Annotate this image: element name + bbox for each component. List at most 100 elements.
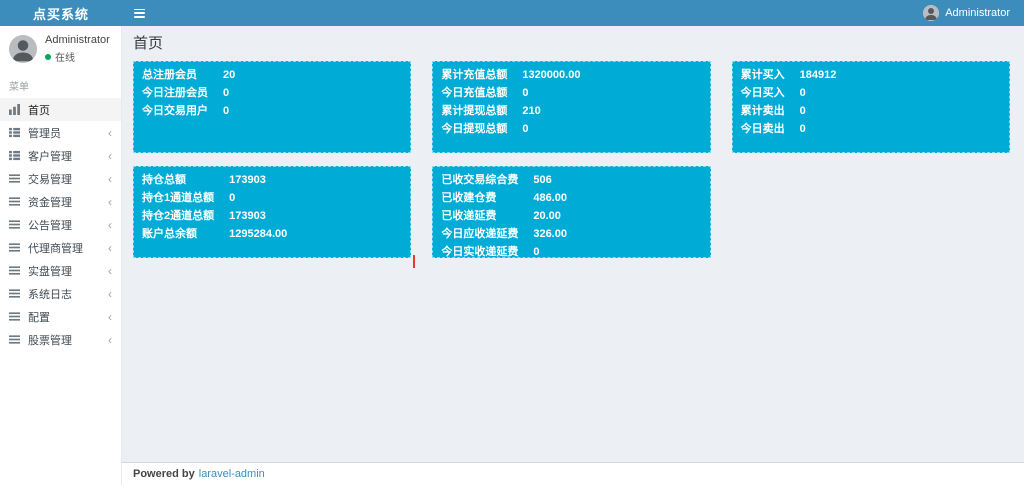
stat-row: 已收建仓费 486.00 [441, 189, 568, 207]
chevron-left-icon: ‹ [108, 125, 112, 140]
sidebar-item-label: 系统日志 [28, 288, 72, 301]
stat-label: 持仓总额 [142, 174, 186, 186]
stat-value: 0 [223, 87, 230, 99]
stat-row: 总注册会员 20 [142, 66, 236, 84]
stat-value: 20.00 [533, 210, 561, 222]
stat-label: 今日注册会员 [142, 87, 208, 99]
sidebar-item-admin[interactable]: 管理员 ‹ [0, 121, 121, 144]
laravel-admin-link[interactable]: laravel-admin [198, 468, 265, 480]
stat-row: 累计充值总额 1320000.00 [441, 66, 581, 84]
stat-label: 今日实收递延费 [441, 246, 519, 258]
topbar-username: Administrator [945, 7, 1010, 19]
stat-label: 今日应收递延费 [441, 228, 519, 240]
stat-value: 0 [799, 105, 806, 117]
sidebar-menu: 首页管理员‹客户管理‹交易管理‹资金管理‹公告管理‹代理商管理‹实盘管理‹系统日… [0, 98, 121, 351]
topbar: 点买系统 Administrator [0, 0, 1024, 26]
sidebar: Administrator 在线 菜单 首页管理员‹客户管理‹交易管理‹资金管理… [0, 26, 122, 485]
stat-row: 已收递延费 20.00 [441, 207, 568, 225]
stat-value: 20 [223, 69, 236, 81]
stat-label: 账户总余额 [142, 228, 197, 240]
sidebar-item-label: 股票管理 [28, 334, 72, 347]
stat-value: 173903 [229, 174, 266, 186]
stat-value: 486.00 [533, 192, 567, 204]
stat-label: 累计卖出 [740, 105, 785, 117]
bars-icon [9, 242, 21, 254]
stat-label: 已收建仓费 [441, 192, 497, 204]
stat-value: 0 [533, 246, 540, 258]
sidebar-item-agent[interactable]: 代理商管理‹ [0, 236, 121, 259]
bars-icon [9, 219, 21, 231]
sidebar-item-label: 首页 [28, 104, 50, 117]
stat-label: 总注册会员 [142, 69, 197, 81]
sidebar-item-label: 配置 [28, 311, 50, 324]
bars-icon [9, 334, 21, 346]
stat-row: 账户总余额 1295284.00 [142, 225, 288, 243]
stat-row: 累计买入 184912 [741, 66, 838, 84]
sidebar-item-label: 管理员 [28, 127, 61, 140]
stat-row: 今日实收递延费 0 [441, 243, 568, 258]
chevron-left-icon: ‹ [108, 332, 112, 347]
stat-label: 今日充值总额 [441, 87, 508, 99]
stat-row: 今日应收递延费 326.00 [441, 225, 568, 243]
sidebar-item-config[interactable]: 配置‹ [0, 305, 121, 328]
stat-value: 0 [799, 87, 806, 99]
stat-value: 1320000.00 [522, 69, 581, 81]
sidebar-user-panel: Administrator 在线 [0, 26, 121, 70]
stat-value: 0 [522, 87, 529, 99]
chevron-left-icon: ‹ [108, 240, 112, 255]
stray-text-caret [413, 255, 415, 268]
bars-icon [9, 196, 21, 208]
chevron-left-icon: ‹ [108, 286, 112, 301]
online-dot-icon [45, 53, 51, 60]
online-status-label: 在线 [55, 53, 75, 64]
chevron-left-icon: ‹ [108, 217, 112, 232]
stat-value: 184912 [799, 69, 837, 81]
sidebar-item-home[interactable]: 首页 [0, 98, 121, 121]
avatar [923, 5, 940, 21]
user-online-status: 在线 [45, 49, 110, 64]
sidebar-item-syslog[interactable]: 系统日志 ‹ [0, 282, 121, 305]
stat-row: 持仓总额 173903 [142, 171, 288, 189]
layout: Administrator 在线 菜单 首页管理员‹客户管理‹交易管理‹资金管理… [0, 26, 1024, 485]
th-list-icon [9, 150, 21, 162]
sidebar-item-customer[interactable]: 客户管理‹ [0, 144, 121, 167]
stat-value: 0 [229, 192, 236, 204]
stat-value: 326.00 [533, 228, 567, 240]
bars-icon [9, 173, 21, 185]
stat-value: 506 [533, 174, 552, 186]
stat-row: 今日注册会员 0 [142, 84, 236, 102]
sidebar-username: Administrator [45, 34, 110, 46]
stat-row: 累计卖出 0 [741, 102, 838, 120]
sidebar-toggle-button[interactable] [122, 0, 156, 26]
sidebar-item-notice[interactable]: 公告管理 ‹ [0, 213, 121, 236]
sidebar-item-funds[interactable]: 资金管理‹ [0, 190, 121, 213]
stat-label: 累计充值总额 [441, 69, 508, 81]
sidebar-section-label: 菜单 [9, 82, 29, 93]
bars-icon [9, 311, 21, 323]
topbar-user-menu[interactable]: Administrator [923, 0, 1024, 26]
sidebar-item-label: 资金管理 [28, 196, 72, 209]
stat-label: 累计买入 [740, 69, 785, 81]
sidebar-item-trade[interactable]: 交易管理‹ [0, 167, 121, 190]
sidebar-item-label: 客户管理 [28, 150, 72, 163]
stat-label: 今日交易用户 [142, 105, 208, 117]
sidebar-item-stock[interactable]: 股票管理 ‹ [0, 328, 121, 351]
stat-value: 210 [522, 105, 541, 117]
sidebar-item-label: 公告管理 [28, 219, 72, 232]
stat-value: 173903 [229, 210, 266, 222]
stat-label: 已收递延费 [441, 210, 497, 222]
app-title[interactable]: 点买系统 [32, 6, 89, 22]
stat-value: 1295284.00 [229, 228, 288, 240]
stat-card-members: 总注册会员 20 今日注册会员 0 今日交易用户 0 [133, 61, 412, 153]
stat-value: 0 [223, 105, 230, 117]
bar-chart-icon [9, 104, 21, 116]
bars-icon [9, 265, 21, 277]
sidebar-item-realtrade[interactable]: 实盘管理‹ [0, 259, 121, 282]
